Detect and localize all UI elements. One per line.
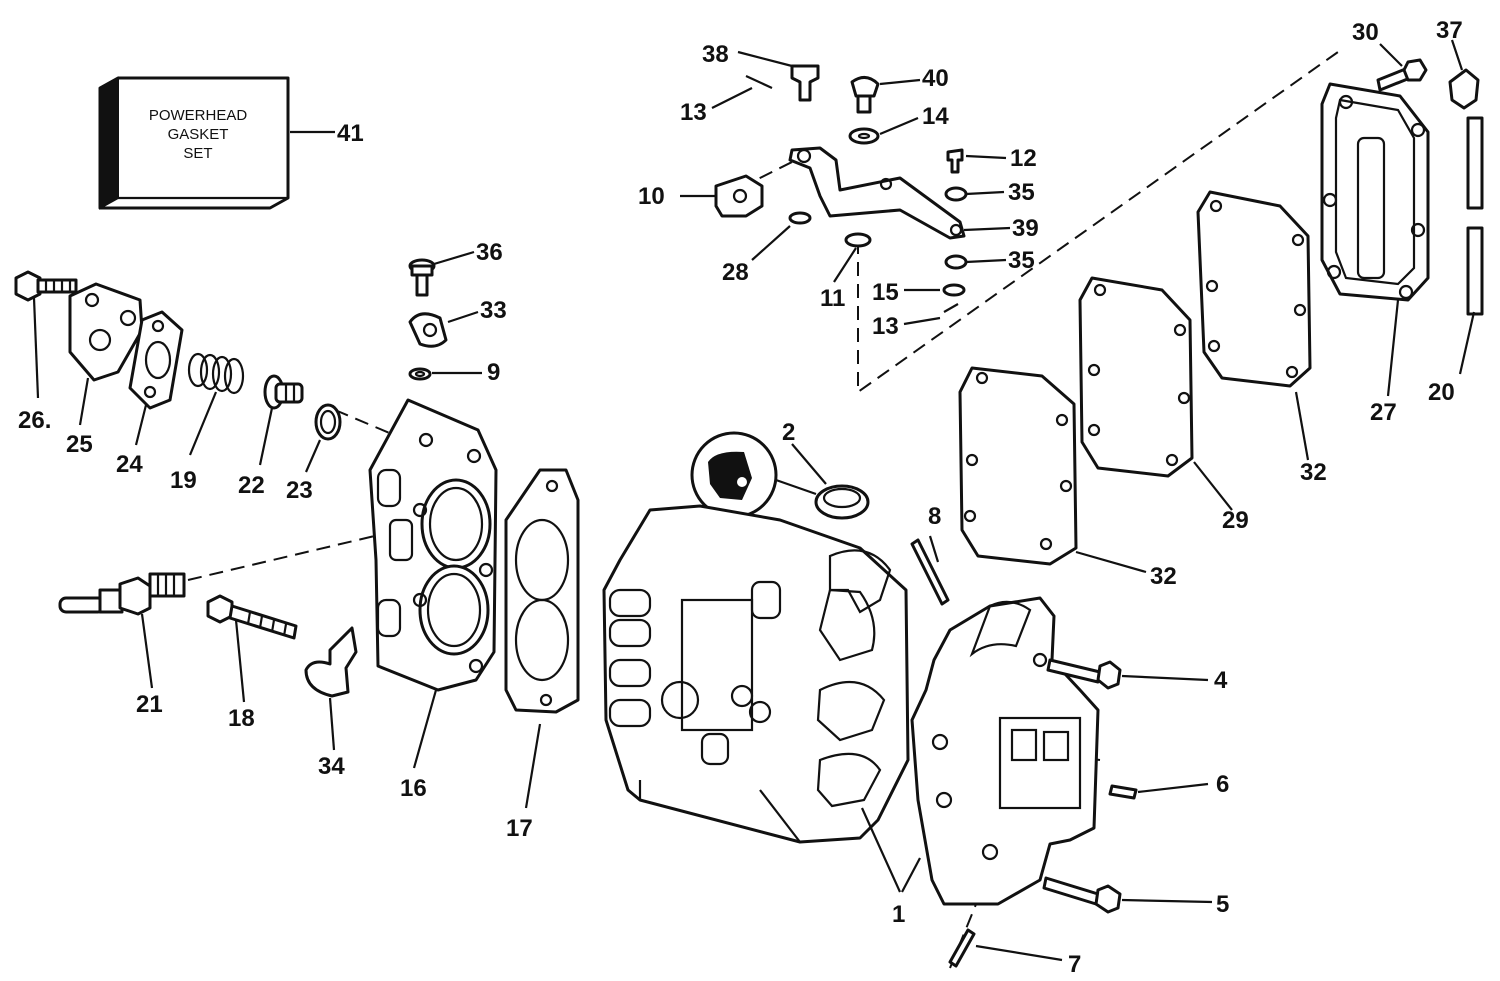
callout-6: 6 xyxy=(1216,771,1229,798)
callout-16: 16 xyxy=(400,775,427,802)
callout-35-lower: 35 xyxy=(1008,247,1035,274)
callout-labels: 41 26. 25 24 19 22 23 36 33 9 16 17 21 1… xyxy=(18,17,1463,978)
callout-7: 7 xyxy=(1068,951,1081,978)
callout-9: 9 xyxy=(487,359,500,386)
cylinder-head xyxy=(368,398,498,692)
callout-37: 37 xyxy=(1436,17,1463,44)
callout-1: 1 xyxy=(892,901,905,928)
callout-25: 25 xyxy=(66,431,93,458)
callout-40: 40 xyxy=(922,65,949,92)
callout-22: 22 xyxy=(238,472,265,499)
callout-19: 19 xyxy=(170,467,197,494)
cylinder-block xyxy=(602,504,910,844)
exhaust-cover xyxy=(1320,82,1430,302)
callout-12: 12 xyxy=(1010,145,1037,172)
callout-29: 29 xyxy=(1222,507,1249,534)
callout-10: 10 xyxy=(638,183,665,210)
box-line-2: GASKET xyxy=(168,126,229,143)
seal-inset xyxy=(690,431,870,520)
callout-26: 26. xyxy=(18,407,51,434)
callout-28: 28 xyxy=(722,259,749,286)
callout-14: 14 xyxy=(922,103,949,130)
box-line-3: SET xyxy=(183,145,212,162)
callout-20: 20 xyxy=(1428,379,1455,406)
callout-32-lower: 32 xyxy=(1150,563,1177,590)
gasket-plate-lower-32 xyxy=(958,366,1078,566)
callout-39: 39 xyxy=(1012,215,1039,242)
head-bolt xyxy=(206,594,298,640)
box-line-1: POWERHEAD xyxy=(149,107,248,124)
callout-32-upper: 32 xyxy=(1300,459,1327,486)
callout-8: 8 xyxy=(928,503,941,530)
callout-35-upper: 35 xyxy=(1008,179,1035,206)
spark-plug xyxy=(58,572,186,616)
callout-24: 24 xyxy=(116,451,143,478)
callout-21: 21 xyxy=(136,691,163,718)
gasket-plate-upper-32 xyxy=(1196,190,1312,388)
throttle-linkage xyxy=(714,64,968,313)
callout-5: 5 xyxy=(1216,891,1229,918)
callout-36: 36 xyxy=(476,239,503,266)
callout-34: 34 xyxy=(318,753,345,780)
head-gasket xyxy=(504,468,580,714)
bolt-fitting-hose xyxy=(1376,58,1484,316)
callout-38: 38 xyxy=(702,41,729,68)
callout-15: 15 xyxy=(872,279,899,306)
callout-23: 23 xyxy=(286,477,313,504)
gasket-plate-29 xyxy=(1078,276,1194,478)
callout-27: 27 xyxy=(1370,399,1397,426)
thermostat-group xyxy=(14,270,342,441)
callout-4: 4 xyxy=(1214,667,1228,694)
screw-clamp-washer xyxy=(408,258,448,381)
callout-17: 17 xyxy=(506,815,533,842)
gasket-set-box: POWERHEAD GASKET SET xyxy=(98,76,290,210)
fasteners-right xyxy=(910,538,1138,968)
callout-30: 30 xyxy=(1352,19,1379,46)
crankcase-half xyxy=(910,596,1100,906)
callout-13-upper: 13 xyxy=(680,99,707,126)
callout-11: 11 xyxy=(820,285,845,312)
clip xyxy=(304,626,358,698)
callout-13-lower: 13 xyxy=(872,313,899,340)
callout-18: 18 xyxy=(228,705,255,732)
callout-41: 41 xyxy=(337,120,364,147)
callout-33: 33 xyxy=(480,297,507,324)
callout-2: 2 xyxy=(782,419,795,446)
